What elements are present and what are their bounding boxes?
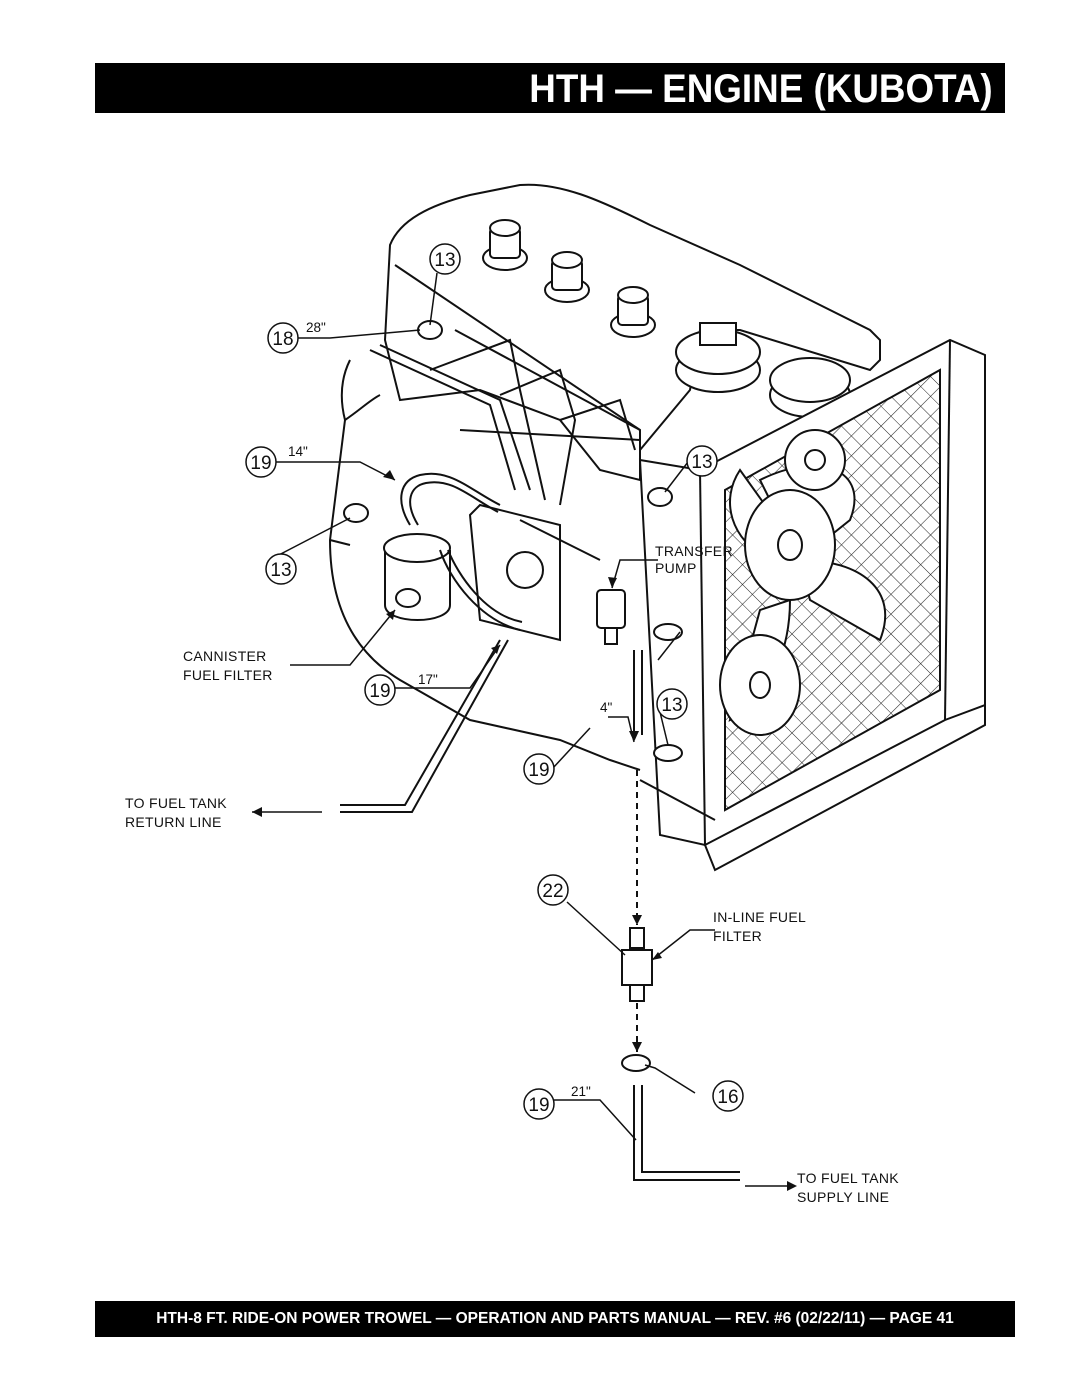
callout-13: 13 bbox=[270, 560, 291, 581]
inline-fuel-filter-label: IN-LINE FUEL bbox=[713, 909, 806, 925]
callout-19: 19 bbox=[250, 453, 271, 474]
inline-fuel-filter-label: FILTER bbox=[713, 928, 762, 944]
hose-length: 14" bbox=[288, 444, 308, 459]
hose-clamps bbox=[343, 320, 683, 1072]
return-line-label: RETURN LINE bbox=[125, 814, 222, 830]
injection-lines bbox=[369, 338, 641, 561]
transfer-pump-label: PUMP bbox=[655, 560, 697, 576]
hose-length: 21" bbox=[571, 1084, 591, 1099]
cannister-fuel-filter-label: FUEL FILTER bbox=[183, 667, 273, 683]
callout-18: 18 bbox=[272, 329, 293, 350]
callout-13: 13 bbox=[434, 250, 455, 271]
radiator bbox=[638, 338, 986, 872]
transfer-pump-label: TRANSFER bbox=[655, 543, 733, 559]
return-line-label: TO FUEL TANK bbox=[125, 795, 227, 811]
footer-text: HTH-8 FT. RIDE-ON POWER TROWEL — OPERATI… bbox=[156, 1310, 954, 1327]
callout-16: 16 bbox=[717, 1087, 738, 1108]
oil-fill-cap bbox=[675, 322, 761, 393]
fuel-hoses bbox=[340, 472, 740, 1181]
cannister-fuel-filter-shape bbox=[383, 533, 451, 621]
supply-line-label: SUPPLY LINE bbox=[797, 1189, 889, 1205]
radiator-cap bbox=[769, 357, 851, 418]
transfer-pump-shape bbox=[596, 589, 626, 645]
supply-line-label: TO FUEL TANK bbox=[797, 1170, 899, 1186]
hose-length: 28" bbox=[306, 320, 326, 335]
callout-19: 19 bbox=[528, 1095, 549, 1116]
fan-assembly bbox=[719, 429, 887, 736]
arrowheads bbox=[252, 470, 797, 1191]
callout-19: 19 bbox=[528, 760, 549, 781]
callout-19: 19 bbox=[369, 681, 390, 702]
footer-bar: HTH-8 FT. RIDE-ON POWER TROWEL — OPERATI… bbox=[95, 1301, 1015, 1337]
hose-length: 17" bbox=[418, 672, 438, 687]
inline-fuel-filter-shape bbox=[621, 927, 653, 1002]
page-title: HTH — ENGINE (KUBOTA) bbox=[529, 67, 993, 111]
injection-pump bbox=[468, 503, 561, 642]
callout-circles bbox=[245, 243, 744, 1120]
valve-cover-nuts bbox=[482, 219, 656, 338]
hose-length: 4" bbox=[600, 700, 613, 715]
leader-lines bbox=[252, 272, 795, 1187]
cannister-fuel-filter-label: CANNISTER bbox=[183, 648, 267, 664]
callout-13: 13 bbox=[691, 452, 712, 473]
callout-22: 22 bbox=[542, 881, 563, 902]
callout-13: 13 bbox=[661, 695, 682, 716]
title-bar: HTH — ENGINE (KUBOTA) bbox=[95, 63, 1005, 113]
